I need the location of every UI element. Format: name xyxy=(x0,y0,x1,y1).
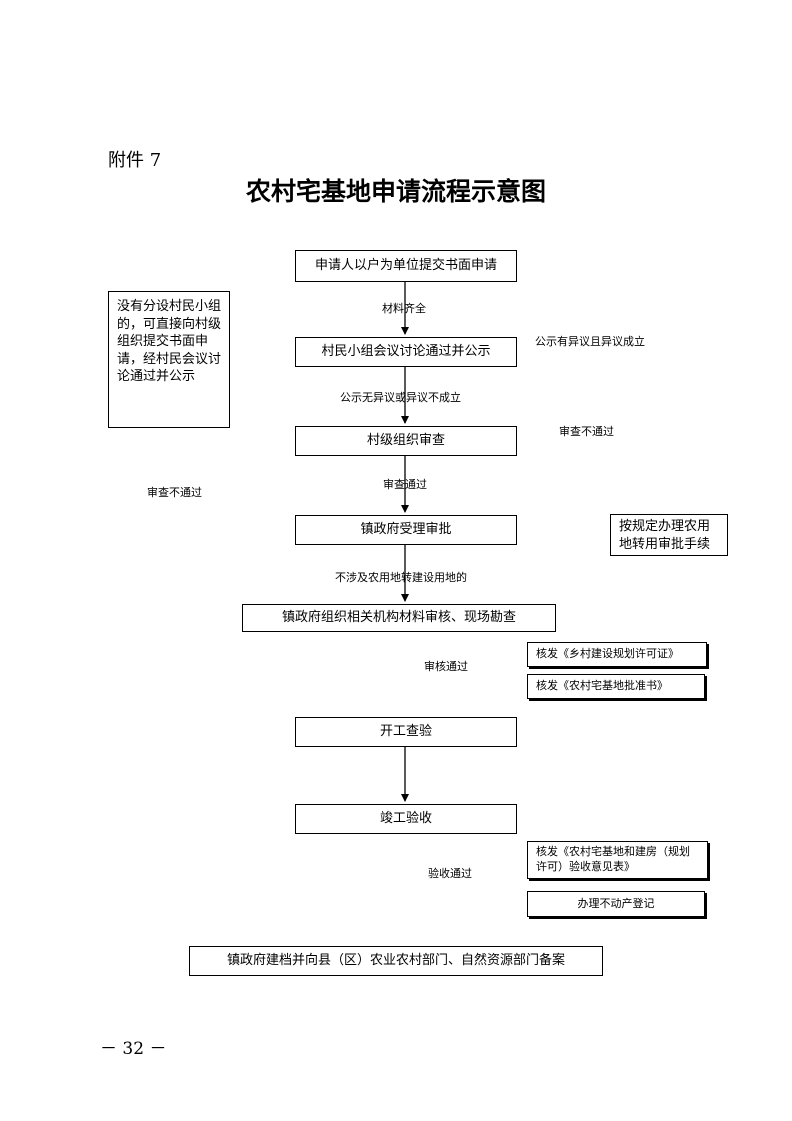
label-review-failed-right: 审查不通过 xyxy=(559,425,614,438)
box-planning-permit: 核发《乡村建设规划许可证》 xyxy=(527,642,707,667)
box-approval-doc: 核发《农村宅基地批准书》 xyxy=(527,674,705,699)
label-materials-complete: 材料齐全 xyxy=(382,302,426,315)
label-no-objection: 公示无异议或异议不成立 xyxy=(340,391,461,404)
step-town-accept: 镇政府受理审批 xyxy=(295,515,517,545)
label-objection-upheld: 公示有异议且异议成立 xyxy=(535,335,645,348)
page-number: － 32 － xyxy=(100,1039,167,1059)
note-no-group: 没有分设村民小组的，可直接向村级组织提交书面申请，经村民会议讨论通过并公示 xyxy=(108,291,230,428)
step-town-audit: 镇政府组织相关机构材料审核、现场勘查 xyxy=(242,604,556,632)
step-meeting: 村民小组会议讨论通过并公示 xyxy=(295,337,517,367)
page-title: 农村宅基地申请流程示意图 xyxy=(245,177,546,206)
step-archive: 镇政府建档并向县（区）农业农村部门、自然资源部门备案 xyxy=(189,946,603,976)
box-property-registration: 办理不动产登记 xyxy=(527,891,705,917)
step-start-check: 开工查验 xyxy=(295,717,517,747)
step-completion: 竣工验收 xyxy=(295,804,517,834)
step-apply: 申请人以户为单位提交书面申请 xyxy=(295,250,517,282)
label-acceptance-passed: 验收通过 xyxy=(428,867,472,880)
box-acceptance-form: 核发《农村宅基地和建房（规划许可）验收意见表》 xyxy=(527,841,708,879)
label-review-passed: 审查通过 xyxy=(383,478,427,491)
note-farmland-conversion: 按规定办理农用地转用审批手续 xyxy=(610,514,728,556)
attachment-label: 附件 7 xyxy=(108,150,162,171)
step-village-review: 村级组织审查 xyxy=(295,426,517,456)
label-audit-passed: 审核通过 xyxy=(424,660,468,673)
label-review-failed-left: 审查不通过 xyxy=(147,486,202,499)
label-no-farmland: 不涉及农用地转建设用地的 xyxy=(335,571,467,584)
